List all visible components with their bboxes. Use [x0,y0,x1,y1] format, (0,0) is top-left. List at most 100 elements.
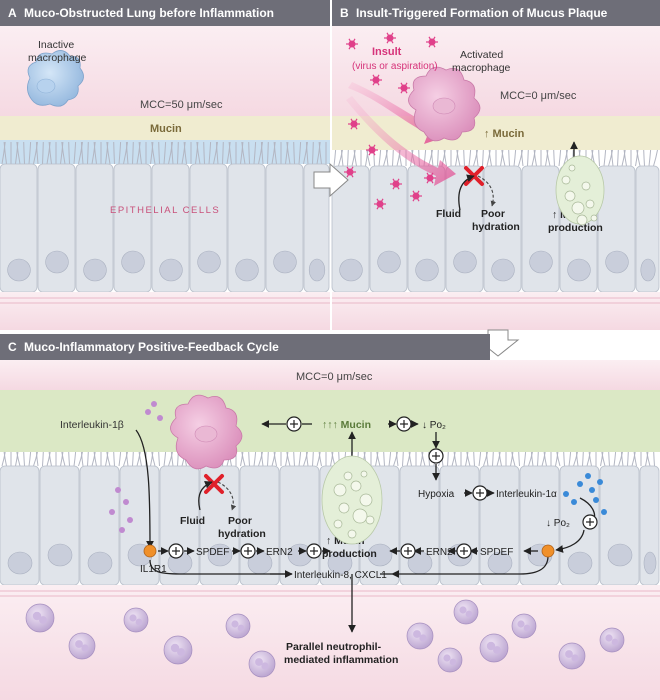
plus-circle-icon [396,416,412,432]
panel-b-title-bar [332,0,660,26]
virus-particle-icon [390,178,402,190]
virus-particle-icon [410,190,422,202]
interleukin-1b-label: Interleukin-1β [60,419,124,431]
insult-arrow-2 [346,96,456,186]
plus-circle-icon [306,543,322,559]
a-to-b-arrow [313,162,349,198]
poor-hydration-c-1: Poor [228,515,252,527]
panel-b: B Insult-Triggered Formation of Mucus Pl… [331,0,660,330]
inactive-macrophage-label-1: Inactive [38,39,74,51]
panel-a-title-bar [0,0,330,26]
neutrophil-icon [479,633,509,663]
virus-particle-icon [348,118,360,130]
epithelial-cells-a [0,163,330,293]
neutrophil-icon [511,613,537,639]
plus-circle-icon [456,543,472,559]
activated-macrophage-label-2: macrophage [452,62,511,74]
ern2-left: ERN2 [266,547,293,558]
plus-circle-icon [582,514,598,530]
virus-particle-icon [370,74,382,86]
panel-c-title-bar [0,334,490,360]
hypoxia-label: Hypoxia [418,489,455,500]
neutrophil-icon [225,613,251,639]
panel-b-letter: B [340,6,349,20]
virus-particle-icon [374,198,386,210]
cycle-plus-icons [168,543,472,559]
plus-circle-icon [428,448,444,464]
po2-label-c: ↓ Po₂ [422,420,446,431]
mucin-layer-c [0,390,660,452]
virus-particle-icon [398,82,410,94]
ern2-right: ERN2 [426,547,453,558]
virus-particle-icon [344,166,356,178]
interleukin-1b-particles [109,401,163,533]
receptor-icon [143,544,157,558]
neutrophil-icon [453,599,479,625]
mcc-a: MCC=50 μm/sec [140,99,223,111]
po2-label-c-2: ↓ Po₂ [546,518,570,529]
panel-c-title: Muco-Inflammatory Positive-Feedback Cycl… [24,340,279,354]
neutrophil-icon [437,647,463,673]
spdef-right: SPDEF [480,547,513,558]
fluid-label-c: Fluid [180,515,205,527]
neutrophil-icon [599,627,625,653]
parallel-inflammation-1: Parallel neutrophil- [286,641,382,653]
poor-hydration-b-1: Poor [481,208,505,220]
mcc-b: MCC=0 μm/sec [500,90,577,102]
mucin-production-c-2: production [322,548,377,560]
cilia-b [333,149,658,167]
neutrophil-icon [25,603,55,633]
mucin-label-a: Mucin [150,123,182,135]
interleukin-8-label: Interleukin-8, CXCL1 [294,570,387,581]
panel-c: C Muco-Inflammatory Positive-Feedback Cy… [0,329,660,700]
neutrophil-icon [68,632,96,660]
mucin-layer-b [332,116,660,150]
insult-sub-label: (virus or aspiration) [352,61,438,72]
mucin-granules-b [561,164,598,226]
virus-particle-icon [346,38,358,50]
interleukin-1a-particles [563,473,607,515]
virus-particles-b [344,32,438,210]
interleukin-1a-label: Interleukin-1α [496,489,557,500]
spdef-left: SPDEF [196,547,229,558]
neutrophil-icon [248,650,276,678]
poor-hydration-c-2: hydration [218,528,266,540]
activated-macrophage-label-1: Activated [460,49,503,61]
virus-particle-icon [424,172,436,184]
receptor-icon [541,544,555,558]
mcc-c: MCC=0 μm/sec [296,371,373,383]
mucin-layer [0,116,330,140]
plus-circle-icon [168,543,184,559]
panel-c-letter: C [8,340,17,354]
mucin-label-b: ↑ Mucin [484,128,525,140]
neutrophil-icon [123,607,149,633]
parallel-inflammation-2: mediated inflammation [284,654,398,666]
mucin-production-b-2: production [548,222,603,234]
plus-circle-icon [240,543,256,559]
mucin-granules-c [333,470,375,539]
virus-particle-icon [366,144,378,156]
insult-label: Insult [372,46,402,58]
epithelial-cells-label: EPITHELIAL CELLS [110,205,220,216]
cilia-a [1,141,327,165]
poor-hydration-b-2: hydration [472,221,520,233]
plus-circle-icon [286,416,302,432]
panel-a-title: Muco-Obstructed Lung before Inflammation [24,6,274,20]
neutrophil-icon [163,635,193,665]
inactive-macrophage-label-2: macrophage [28,52,87,64]
neutrophils [25,599,625,678]
neutrophil-icon [406,622,434,650]
panel-a: A Muco-Obstructed Lung before Inflammati… [0,0,330,330]
virus-particle-icon [426,36,438,48]
neutrophil-icon [558,642,586,670]
plus-circle-icon [472,485,488,501]
red-x-c-icon [204,474,224,494]
mucin-label-c: ↑↑↑ Mucin [322,419,371,431]
fluid-label-b: Fluid [436,208,461,220]
virus-particle-icon [384,32,396,44]
plus-circle-icon [400,543,416,559]
il1r1-label: IL1R1 [140,564,167,575]
panel-b-title: Insult-Triggered Formation of Mucus Plaq… [356,6,608,20]
epithelial-cells-b [331,165,660,293]
